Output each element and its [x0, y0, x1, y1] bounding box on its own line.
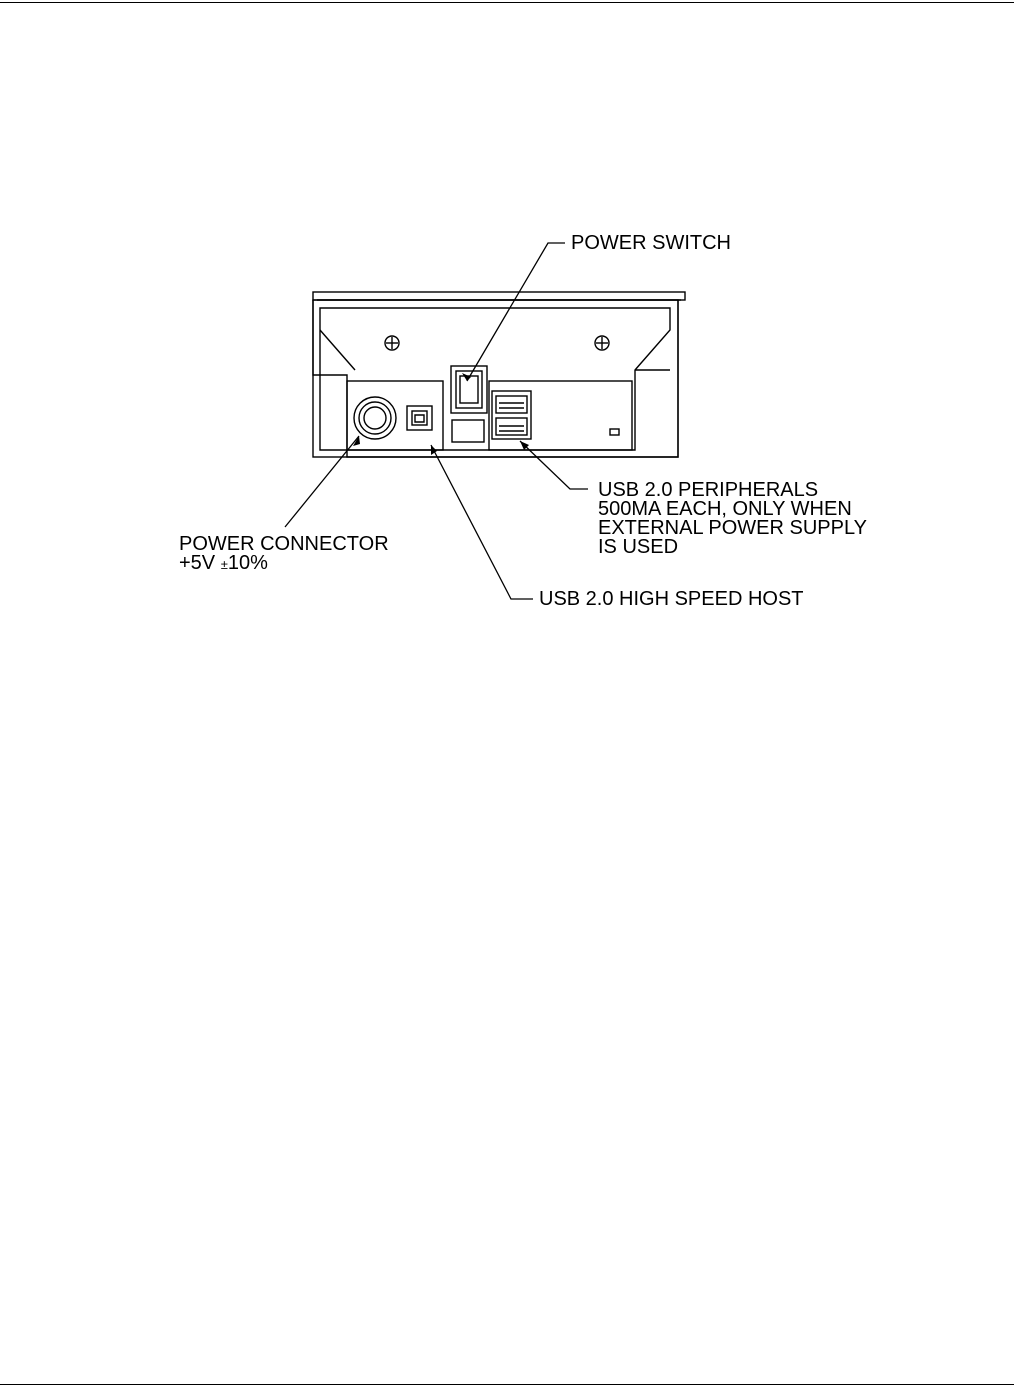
usb-host-label-text: USB 2.0 HIGH SPEED HOST [539, 590, 804, 609]
usb-peripherals-leader [520, 441, 588, 489]
indicator-slot [610, 429, 619, 435]
power-switch-label: POWER SWITCH [571, 234, 731, 253]
power-spec-prefix: +5V [179, 552, 221, 574]
usb-peripheral-ports [492, 391, 531, 439]
usb-host-label: USB 2.0 HIGH SPEED HOST [539, 590, 804, 609]
usb-peripherals-label: USB 2.0 PERIPHERALS 500MA EACH, ONLY WHE… [598, 481, 867, 557]
device-top-flange [313, 292, 685, 300]
power-connector-arrowhead [353, 436, 360, 446]
usb-peripherals-line-4: IS USED [598, 538, 867, 557]
power-spec-plus-minus: ± [221, 557, 228, 572]
left-connector-panel [347, 381, 443, 450]
power-connector-jack [354, 397, 396, 439]
footer-rule [0, 1384, 1014, 1385]
power-switch-arrowhead [462, 373, 471, 381]
power-spec: +5V ±10% [179, 554, 389, 574]
power-connector-label: POWER CONNECTOR +5V ±10% [179, 535, 389, 574]
screw-left [385, 336, 399, 350]
screw-right [595, 336, 609, 350]
power-switch-label-text: POWER SWITCH [571, 234, 731, 253]
power-switch-leader [467, 243, 565, 381]
usb-host-port [407, 406, 432, 430]
power-spec-value: 10% [228, 552, 268, 574]
usb-host-leader [431, 445, 533, 599]
